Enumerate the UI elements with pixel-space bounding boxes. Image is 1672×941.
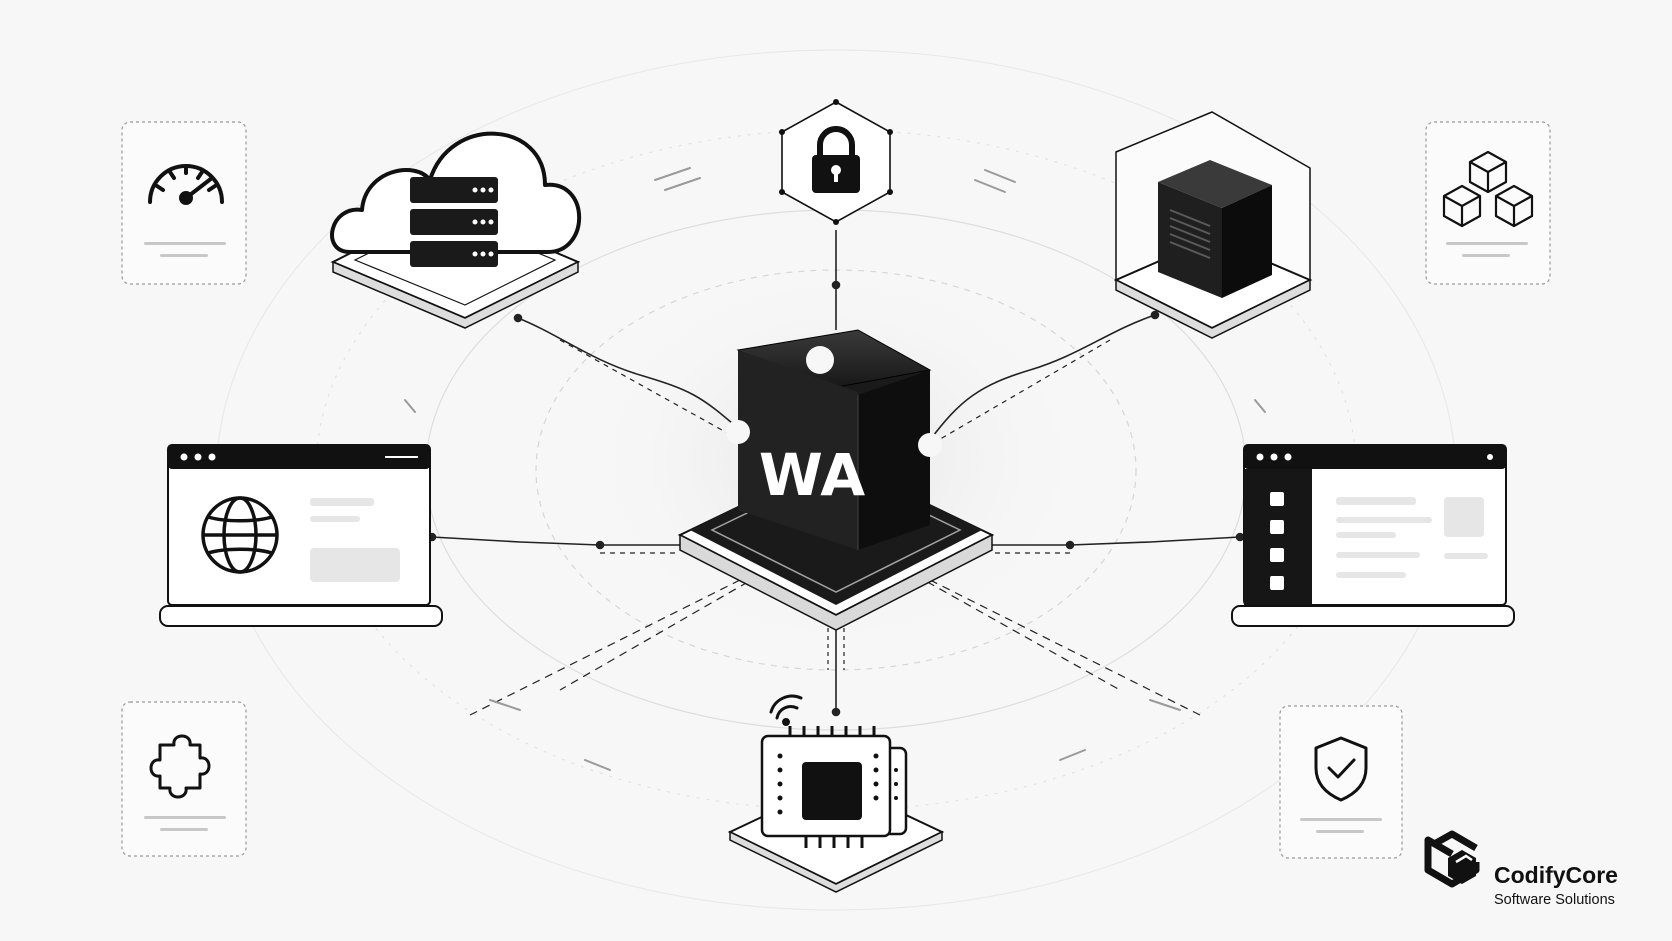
hub-label: WA <box>759 441 865 509</box>
server-tower-icon <box>1158 160 1272 298</box>
speedometer-icon <box>148 164 224 205</box>
shield-check-icon <box>1314 736 1368 802</box>
brand-logo[interactable]: CodifyCore Software Solutions <box>1424 830 1618 908</box>
wifi-icon <box>769 694 803 726</box>
security-node[interactable] <box>779 99 893 225</box>
codifycore-logo-icon <box>1424 830 1480 888</box>
feature-card-protection[interactable] <box>1279 705 1403 859</box>
decorative-dashes <box>404 167 1266 771</box>
microchip-icon <box>760 694 908 848</box>
server-node[interactable] <box>1113 111 1313 339</box>
connector-app <box>990 536 1241 546</box>
feature-card-plugins[interactable] <box>121 701 247 857</box>
connector-lines <box>427 230 1245 717</box>
connector-server <box>929 314 1156 441</box>
puzzle-icon <box>149 734 211 799</box>
app-window-icon <box>1244 469 1488 605</box>
central-hub: WA <box>677 329 995 631</box>
cubes-icon <box>1442 150 1534 228</box>
cloud-server-icon <box>330 131 582 267</box>
globe-icon <box>201 496 279 574</box>
connector-cloud <box>517 317 741 431</box>
hub-cube <box>726 329 942 550</box>
feature-card-performance[interactable] <box>121 121 247 285</box>
connector-web <box>431 536 680 546</box>
brand-name: CodifyCore <box>1494 862 1618 888</box>
brand-tagline: Software Solutions <box>1494 892 1615 908</box>
web-browser-node[interactable] <box>159 444 443 627</box>
cloud-server-node[interactable] <box>330 131 582 329</box>
iot-device-node[interactable] <box>727 694 945 893</box>
feature-card-modules[interactable] <box>1425 121 1551 285</box>
padlock-icon <box>812 126 860 193</box>
desktop-app-node[interactable] <box>1231 444 1515 627</box>
